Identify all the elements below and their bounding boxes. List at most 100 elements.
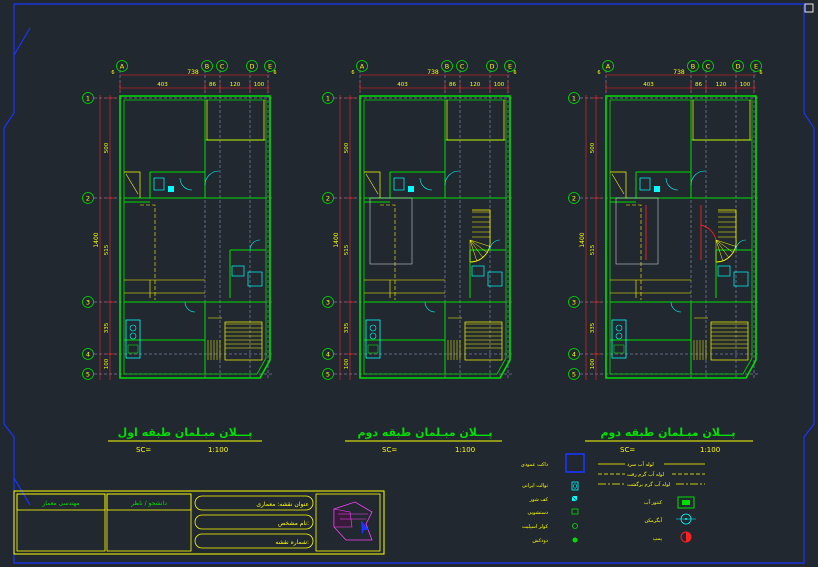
burner: [129, 332, 137, 340]
grid-number: 1: [326, 95, 330, 103]
equip-label-1: آبگرمکن: [644, 517, 662, 524]
grid-bubble: [568, 192, 580, 204]
grid-letter: A: [606, 63, 611, 71]
stairs: [207, 317, 263, 361]
plan-title-1: پـــلان مبـلمان طبقه اول: [118, 426, 253, 439]
legend-label-3: دستشویی: [527, 510, 548, 516]
grid-bubble: [568, 348, 580, 360]
equip-label-0: کنتور آب: [644, 499, 663, 506]
stair-tread: [715, 239, 734, 254]
legend-label-5: دودکش: [532, 538, 548, 544]
dim-side-segment: 515: [344, 244, 350, 255]
plan-scale-right-1: 1:100: [208, 446, 228, 454]
stair-box: [224, 321, 263, 361]
exterior-wall-inner: [363, 99, 507, 375]
meter-icon: [677, 496, 695, 509]
grid-bubble: [322, 348, 334, 360]
dim-edge: 6: [759, 70, 762, 76]
grid-bubble: [322, 296, 334, 308]
grid-number: 2: [326, 195, 330, 203]
dim-edge: 6: [111, 70, 114, 76]
basin-icon: [571, 508, 579, 515]
title-field-2: نام مشخص:: [278, 520, 309, 527]
dim-side-total: 1400: [333, 232, 340, 247]
dim-side-segment: 335: [590, 322, 596, 333]
counter: [364, 279, 445, 298]
plan-title-3: پـــلان مبـلمان طبقه دوم: [600, 426, 735, 439]
title-box-1-label: مهندسی معمار: [41, 500, 79, 507]
grid-letter: E: [268, 63, 272, 71]
stair-tread: [469, 239, 484, 258]
floor-drain: [408, 186, 414, 192]
grid-bubble: [322, 92, 334, 104]
grid-letter: A: [120, 63, 125, 71]
title-field-3: شماره نقشه:: [275, 539, 309, 546]
door-swing: [444, 170, 460, 186]
dim-edge: 6: [351, 70, 354, 76]
plan-scale-left-2: SC=: [382, 446, 397, 454]
exterior-wall-inner: [123, 99, 267, 375]
grid-bubble: [602, 60, 614, 72]
logo-icon: [333, 501, 373, 541]
exterior-wall-inner: [609, 99, 753, 375]
title-field-1: عنوان نقشه: معماری: [256, 501, 309, 508]
grid-number: 3: [572, 299, 576, 307]
exterior-wall: [119, 95, 271, 379]
grid-letter: B: [445, 63, 449, 71]
grid-number: 5: [86, 371, 90, 379]
hot-pipe: [700, 224, 717, 241]
logo-box: [315, 493, 381, 552]
spiral-stair: [715, 209, 738, 263]
pipe: [626, 204, 642, 300]
cabinet: [446, 100, 505, 141]
kitchen-unit: [125, 319, 141, 359]
stair-tread: [469, 239, 488, 254]
legend-pipes: لوله آب سرد لوله آب گرم رفت لوله آب گرم …: [598, 461, 705, 488]
corner-mark: [804, 3, 814, 13]
duct-cross: [125, 173, 139, 195]
wc: [717, 265, 731, 277]
grid-bubble: [568, 92, 580, 104]
dim-total: 738: [187, 69, 199, 76]
door-swing: [665, 177, 679, 191]
grid-bubble: [82, 92, 94, 104]
dim-segment: 403: [643, 82, 654, 88]
grid-bubble: [568, 368, 580, 380]
wc: [471, 265, 485, 277]
legend-equipment: کنتور آب آبگرمکن پمپ: [644, 496, 696, 543]
grid-number: 4: [86, 351, 90, 359]
stairs: [693, 317, 749, 361]
stair-box: [710, 321, 749, 361]
door-swing: [690, 170, 706, 186]
grid-bubble: [456, 60, 468, 72]
grid-letter: B: [691, 63, 695, 71]
door-swing: [424, 301, 436, 313]
dim-edge: 6: [513, 70, 516, 76]
pump-icon: [680, 531, 692, 543]
grid-letter: D: [735, 63, 740, 71]
dim-side-segment: 100: [104, 358, 110, 369]
cabinet: [206, 100, 265, 141]
dim-segment: 86: [209, 82, 216, 88]
grid-bubble: [486, 60, 498, 72]
exterior-wall: [359, 95, 511, 379]
dot-icon: [572, 537, 578, 543]
burner: [369, 332, 377, 340]
title-box-2-label: دانشجو / ناظر: [130, 500, 167, 507]
grid-letter: E: [754, 63, 758, 71]
stair-tread: [715, 239, 730, 258]
dim-segment: 100: [494, 82, 505, 88]
grid-bubble: [356, 60, 368, 72]
kitchen-unit: [365, 319, 381, 359]
stair-tread: [715, 239, 724, 262]
dim-side-segment: 100: [590, 358, 596, 369]
dim-total: 738: [673, 69, 685, 76]
door-swing: [179, 177, 193, 191]
dim-segment: 120: [470, 82, 481, 88]
pipe: [140, 204, 156, 300]
exterior-wall: [605, 95, 757, 379]
grid-number: 2: [86, 195, 90, 203]
pipe-label-0: لوله آب سرد: [627, 461, 654, 468]
grid-number: 4: [326, 351, 330, 359]
